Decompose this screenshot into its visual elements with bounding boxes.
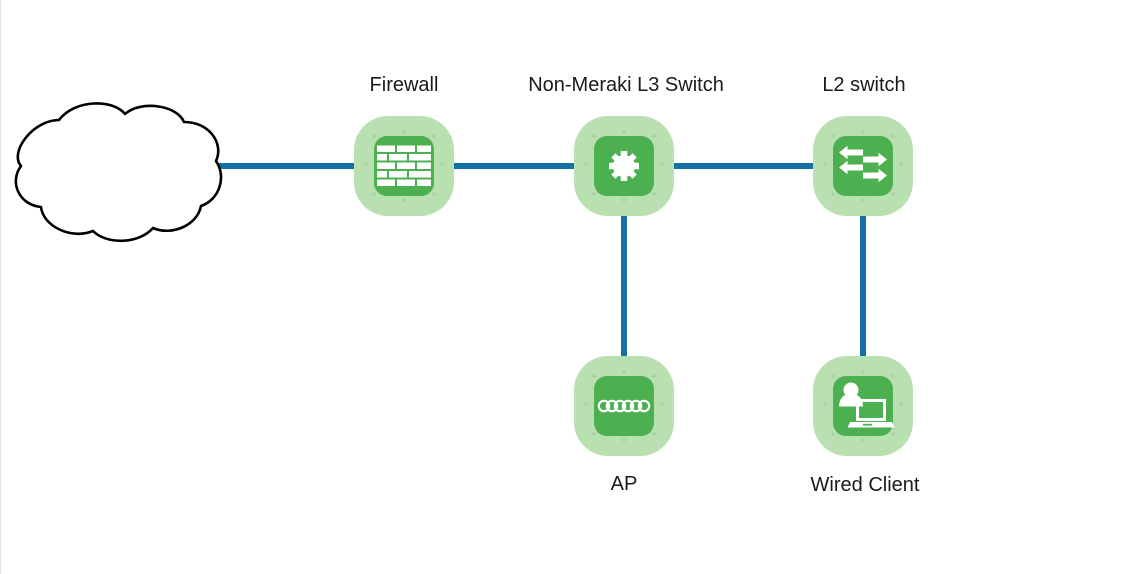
node-label-l3-switch: Non-Meraki L3 Switch <box>528 74 724 96</box>
node-internet-cloud[interactable] <box>14 102 223 243</box>
node-label-wired-client: Wired Client <box>810 474 920 496</box>
node-tile <box>594 376 654 436</box>
link-layer <box>206 163 866 365</box>
cloud-icon <box>14 102 223 243</box>
node-wired-client[interactable] <box>813 356 913 456</box>
node-ap[interactable] <box>574 356 674 456</box>
node-label-firewall: Firewall <box>369 74 439 96</box>
node-firewall[interactable] <box>354 116 454 216</box>
node-l2-switch[interactable] <box>813 116 913 216</box>
node-label-ap: AP <box>610 473 638 495</box>
firewall-brick-icon <box>377 145 431 186</box>
node-label-l2-switch: L2 switch <box>822 74 906 96</box>
node-l3-switch[interactable] <box>574 116 674 216</box>
